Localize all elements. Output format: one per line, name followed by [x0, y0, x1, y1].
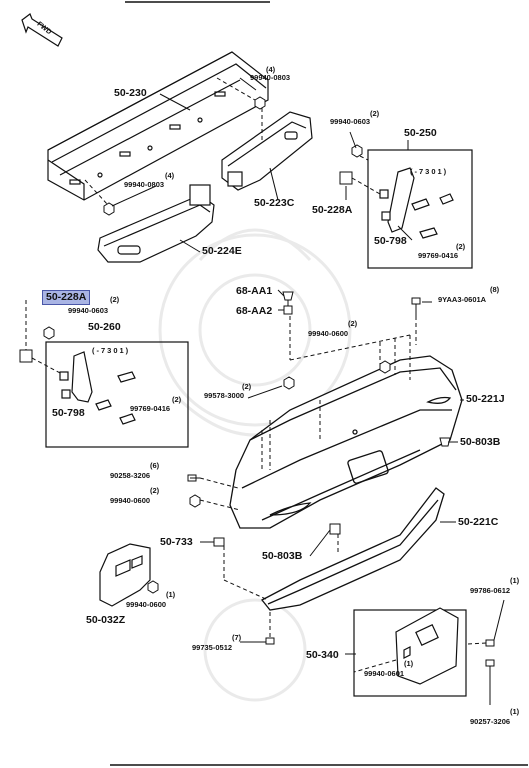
license-bracket [395, 607, 459, 685]
label-50-803B[interactable]: 50-803B [262, 550, 303, 562]
label-90258-3206[interactable]: 90258-3206 [110, 471, 151, 480]
label-50-803B[interactable]: 50-803B [460, 436, 501, 448]
qty-label: (2) [456, 242, 466, 251]
bracket-box-left [45, 341, 189, 448]
qty-label: (8) [490, 285, 500, 294]
qty-label: (6) [150, 461, 160, 470]
clip-68AA1 [282, 291, 294, 306]
license-bracket-box [353, 609, 467, 697]
beam-nuts [103, 96, 363, 216]
fwd-arrow-icon [21, 13, 63, 47]
label-99940-0600[interactable]: 99940-0600 [126, 600, 167, 609]
label-99940-0603[interactable]: 99940-0603 [330, 117, 371, 126]
clip-228A-right [339, 171, 353, 185]
label-50-221C[interactable]: 50-221C [458, 516, 499, 528]
bumper-cover [229, 355, 463, 529]
label-50-230[interactable]: 50-230 [114, 87, 147, 99]
label-68-AA1[interactable]: 68-AA1 [236, 285, 273, 297]
qty-label: (4) [266, 65, 276, 74]
bumper-fasteners [187, 360, 451, 645]
nut-0603-left [43, 326, 55, 340]
bracket-left [59, 351, 136, 425]
qty-label: (2) [150, 486, 160, 495]
bolt-99786 [485, 639, 495, 647]
clip-228A-left [19, 349, 33, 363]
label-99940-0803[interactable]: 99940-0803 [124, 180, 165, 189]
label-99940-0601[interactable]: 99940-0601 [364, 669, 405, 678]
qty-label: (2) [348, 319, 358, 328]
label-50-798[interactable]: 50-798 [52, 407, 85, 419]
label-50-221J[interactable]: 50-221J [466, 393, 505, 405]
label-99786-0612[interactable]: 99786-0612 [470, 586, 511, 595]
assembly-leaders [199, 316, 487, 673]
qty-label: (1) [404, 659, 414, 668]
qty-label: (1) [166, 590, 176, 599]
qty-label: (1) [510, 576, 520, 585]
reinforcement-beam [47, 51, 269, 201]
clip-68AA2 [283, 305, 293, 315]
label-50-228A-highlighted[interactable]: 50-228A [42, 290, 91, 305]
label-90257-3206[interactable]: 90257-3206 [470, 717, 511, 726]
qty-label: (7) [232, 633, 242, 642]
label-50-032Z[interactable]: 50-032Z [86, 614, 126, 626]
qty-label: (2) [370, 109, 380, 118]
beam-leaders [84, 77, 263, 206]
label-50-733[interactable]: 50-733 [160, 536, 193, 548]
label-50-250[interactable]: 50-250 [404, 127, 437, 139]
label-50-260[interactable]: 50-260 [88, 321, 121, 333]
label-68-AA2[interactable]: 68-AA2 [236, 305, 273, 317]
lower-spoiler [261, 487, 445, 611]
label-99940-0600[interactable]: 99940-0600 [308, 329, 349, 338]
absorber-left [97, 184, 215, 263]
label-9YAA3-0601A[interactable]: 9YAA3-0601A [438, 295, 487, 304]
label-99940-0600[interactable]: 99940-0600 [110, 496, 151, 505]
bolt-90257 [485, 659, 495, 705]
label-50-223C[interactable]: 50-223C [254, 197, 295, 209]
qty-label: (4) [165, 171, 175, 180]
label-99735-0512[interactable]: 99735-0512 [192, 643, 233, 652]
bracket-right [379, 167, 454, 239]
qty-label: (2) [110, 295, 120, 304]
label-99578-3000[interactable]: 99578-3000 [204, 391, 245, 400]
screw-9YAA3 [411, 297, 421, 316]
label-50-798[interactable]: 50-798 [374, 235, 407, 247]
qty-label: (2) [242, 382, 252, 391]
qty-label: (2) [172, 395, 182, 404]
serial-range: (-7301) [410, 167, 449, 176]
label-50-224E[interactable]: 50-224E [202, 245, 242, 257]
label-99940-0803[interactable]: 99940-0803 [250, 73, 291, 82]
bracket-box-right [367, 149, 473, 269]
absorber-right [221, 111, 313, 191]
label-99940-0603[interactable]: 99940-0603 [68, 306, 109, 315]
mud-flap [99, 543, 151, 607]
serial-range: (-7301) [92, 346, 131, 355]
qty-label: (1) [510, 707, 520, 716]
label-99769-0416[interactable]: 99769-0416 [418, 251, 459, 260]
label-99769-0416[interactable]: 99769-0416 [130, 404, 171, 413]
label-leaders [111, 77, 505, 655]
label-50-228A[interactable]: 50-228A [312, 204, 353, 216]
label-50-340[interactable]: 50-340 [306, 649, 339, 661]
